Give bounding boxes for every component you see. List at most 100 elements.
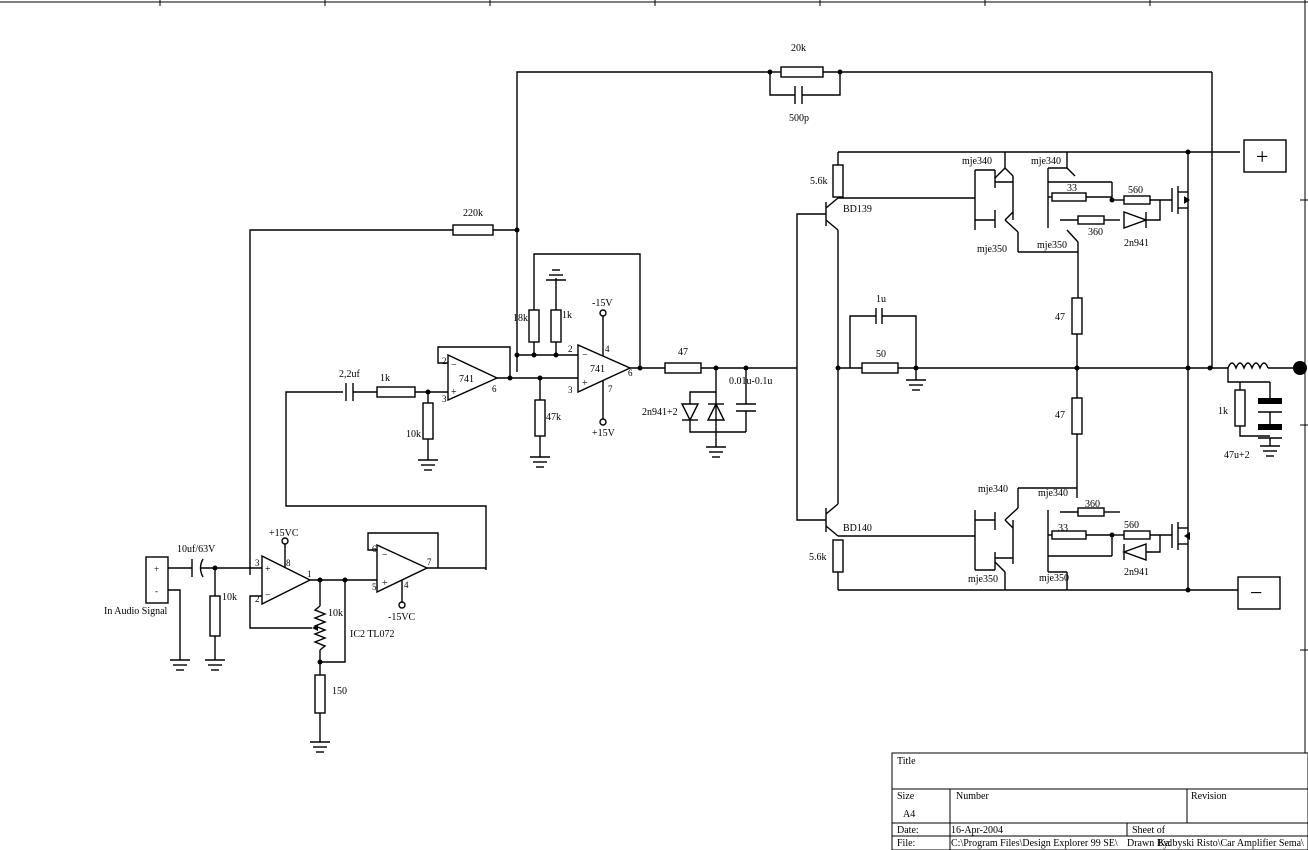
svg-text:50: 50 <box>876 349 886 360</box>
opamp-tl072-b: − + 6 5 7 4 -15VC <box>367 532 486 623</box>
svg-text:7: 7 <box>608 384 613 394</box>
resistor-150 <box>314 674 326 714</box>
svg-text:IC2 TL072: IC2 TL072 <box>350 629 395 640</box>
svg-text:−: − <box>582 350 588 361</box>
svg-text:−: − <box>1250 580 1262 605</box>
svg-text:BD140: BD140 <box>843 523 872 534</box>
svg-text:1: 1 <box>307 569 312 579</box>
file-label: File: <box>897 838 915 849</box>
svg-text:+15VC: +15VC <box>269 528 299 539</box>
svg-text:741: 741 <box>459 374 474 385</box>
resistor-47-mid <box>664 362 702 374</box>
svg-text:+15V: +15V <box>592 428 616 439</box>
svg-text:mje350: mje350 <box>968 574 998 585</box>
svg-text:10k: 10k <box>222 592 237 603</box>
resistor-47-dn <box>1071 397 1083 435</box>
svg-text:3: 3 <box>442 394 447 404</box>
svg-text:2n941: 2n941 <box>1124 567 1149 578</box>
svg-text:10k: 10k <box>406 429 421 440</box>
svg-text:+: + <box>582 378 588 389</box>
svg-text:360: 360 <box>1088 227 1103 238</box>
date-label: Date: <box>897 825 919 836</box>
label-500p: 500p <box>789 113 809 124</box>
resistor-50 <box>861 362 899 374</box>
svg-text:BD139: BD139 <box>843 204 872 215</box>
svg-text:47u+2: 47u+2 <box>1224 450 1250 461</box>
svg-text:mje350: mje350 <box>977 244 1007 255</box>
resistor-10k-input <box>209 595 221 637</box>
size-value: A4 <box>903 809 915 820</box>
svg-text:33: 33 <box>1067 183 1077 194</box>
resistor-47k <box>534 399 546 437</box>
resistor-20k <box>780 66 824 78</box>
ladder-18k-1k: 18k 1k <box>513 269 572 358</box>
feedback-network: 20k 500p <box>516 43 1213 372</box>
svg-text:47: 47 <box>1055 312 1065 323</box>
svg-text:+: + <box>451 387 457 398</box>
svg-text:-15VC: -15VC <box>388 612 416 623</box>
resistor-5k6-bot <box>832 539 844 573</box>
svg-text:5.6k: 5.6k <box>809 552 827 563</box>
svg-text:10uf/63V: 10uf/63V <box>177 544 216 555</box>
minus-terminal <box>1237 576 1281 610</box>
svg-text:mje350: mje350 <box>1039 573 1069 584</box>
svg-text:560: 560 <box>1124 520 1139 531</box>
lower-output-stage: mje340 mje340 mje350 mje350 33 360 560 2… <box>968 478 1190 590</box>
svg-text:mje340: mje340 <box>1038 488 1068 499</box>
svg-text:360: 360 <box>1085 499 1100 510</box>
svg-text:-: - <box>155 586 158 596</box>
output-filter: 1k 47u+2 <box>1188 361 1307 461</box>
label-20k: 20k <box>791 43 806 54</box>
svg-text:2: 2 <box>568 344 573 354</box>
pot-10k: 10k IC2 TL072 150 <box>310 580 395 753</box>
resistor-1k-out <box>1234 389 1246 427</box>
driver-bd140: 5.6k BD140 <box>796 368 975 590</box>
svg-text:In Audio Signal: In Audio Signal <box>104 606 168 617</box>
svg-text:2n941+2: 2n941+2 <box>642 407 678 418</box>
svg-text:0.01u-0.1u: 0.01u-0.1u <box>729 376 772 387</box>
supply-rails: + − <box>838 139 1287 610</box>
title-block: Title Size A4 Number Revision Date: 16-A… <box>891 752 1308 850</box>
svg-text:4: 4 <box>404 580 409 590</box>
svg-text:mje340: mje340 <box>978 484 1008 495</box>
svg-text:3: 3 <box>568 385 573 395</box>
svg-text:5: 5 <box>372 582 377 592</box>
svg-text:−: − <box>265 590 271 601</box>
resistor-1k-top <box>550 309 562 343</box>
resistor-560-top <box>1123 195 1151 205</box>
resistor-33-top <box>1051 192 1087 202</box>
svg-text:6: 6 <box>372 544 377 554</box>
input-coupling: 2,2uf 1k 10k <box>285 369 487 570</box>
bias-network: 1u 50 47 47 <box>835 294 1188 478</box>
svg-text:741: 741 <box>590 364 605 375</box>
revision-label: Revision <box>1191 791 1227 802</box>
clamp-network: 47 0.01u-0.1u 2n941+2 <box>642 347 797 458</box>
resistor-1k-input <box>376 386 416 398</box>
opamp-741-a: 741 − + 2 3 6 <box>437 346 578 404</box>
svg-text:150: 150 <box>332 686 347 697</box>
svg-text:10k: 10k <box>328 608 343 619</box>
title-label: Title <box>897 756 916 767</box>
svg-text:mje350: mje350 <box>1037 240 1067 251</box>
svg-text:1k: 1k <box>380 373 390 384</box>
svg-text:2: 2 <box>255 594 260 604</box>
opamp-tl072-a: + − 3 8 2 1 +15VC <box>249 528 377 629</box>
svg-text:2: 2 <box>442 356 447 366</box>
label-220k: 220k <box>463 208 483 219</box>
resistor-47k-group: 47k <box>530 375 561 468</box>
svg-text:6: 6 <box>628 368 633 378</box>
resistor-10k-a <box>422 402 434 440</box>
svg-text:5.6k: 5.6k <box>810 176 828 187</box>
plus-terminal <box>1243 139 1287 173</box>
input-connector: + - In Audio Signal <box>104 556 192 671</box>
svg-text:1k: 1k <box>562 310 572 321</box>
svg-text:-15V: -15V <box>592 298 613 309</box>
svg-text:2n941: 2n941 <box>1124 238 1149 249</box>
file-value: C:\Program Files\Design Explorer 99 SE\ <box>951 838 1118 849</box>
svg-text:1u: 1u <box>876 294 886 305</box>
svg-text:2,2uf: 2,2uf <box>339 369 361 380</box>
size-label: Size <box>897 791 915 802</box>
